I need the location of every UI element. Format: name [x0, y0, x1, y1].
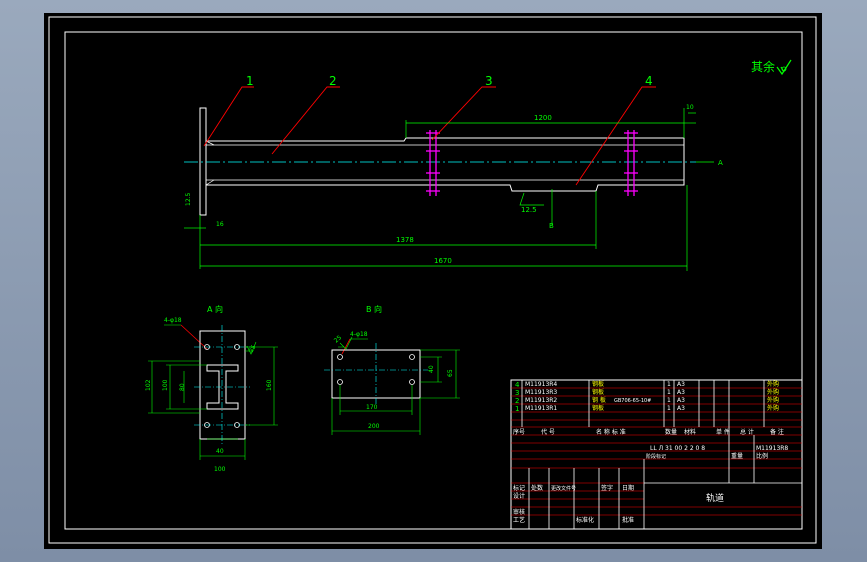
view-b-dim-2: 40: [428, 365, 435, 373]
weld-note: 12.5: [521, 206, 537, 214]
bom-row-4-mat: A3: [677, 381, 685, 388]
balloon-1: 1: [246, 74, 254, 88]
view-a-dim-1: 100: [214, 466, 226, 473]
bom-row-1-name: 钢板: [592, 404, 604, 412]
bom-header-6: 总 计: [740, 428, 754, 436]
bom-row-4-code: M11913R4: [525, 381, 557, 388]
view-b-dim-3: 65: [447, 369, 454, 377]
dim-1670: 1670: [434, 257, 452, 265]
bom-row-4-qty: 1: [667, 381, 671, 388]
end-plate: [199, 107, 207, 216]
bom-row-4-no: 4: [515, 381, 520, 389]
view-b-dim-0: 170: [366, 404, 378, 411]
view-a-dim-4: 100: [162, 379, 169, 391]
tb-label-9: 批准: [622, 516, 634, 524]
main-elevation: 1 2 3 4 1200 10 16 1378 1670 A B 12: [184, 74, 723, 271]
bom-row-2-name: 钢 板: [592, 396, 606, 404]
bom-row-3-no: 3: [515, 389, 519, 397]
bom-row-3-mat: A3: [677, 389, 685, 396]
cad-viewport[interactable]: 其余: [44, 13, 822, 549]
dim-1378: 1378: [396, 236, 414, 244]
balloon-2: 2: [329, 74, 337, 88]
tb-label-7: 工艺: [513, 516, 525, 524]
tb-label-8: 标准化: [576, 516, 594, 524]
sheet-outer-border: [48, 16, 817, 544]
balloon-4: 4: [645, 74, 653, 88]
view-a-hole-note: 4-φ18: [164, 317, 182, 324]
bom-row-2-note: 外购: [767, 396, 779, 404]
bom-header-3: 数量: [665, 428, 677, 436]
tb-label-6: 审核: [513, 508, 525, 516]
view-a-roughness: 25: [248, 344, 258, 354]
bom-row-1-note: 外购: [767, 404, 779, 412]
dim-10: 10: [686, 104, 694, 111]
bom-header-4: 材料: [684, 428, 696, 436]
view-b-title: B 向: [366, 304, 382, 314]
view-a-dim-5: 160: [266, 379, 273, 391]
end-weld-note: 12.5: [185, 192, 192, 206]
dim-1200: 1200: [534, 114, 552, 122]
tb-label-0: 标记: [513, 484, 525, 492]
bom-row-1-qty: 1: [667, 405, 671, 412]
i-beam-section: [206, 364, 239, 410]
surface-note-text: 其余: [751, 59, 775, 74]
bom-header-2: 名 称 标 准: [596, 428, 626, 436]
tb-label-3: 签字: [601, 484, 613, 492]
bom-row-1-no: 1: [515, 405, 519, 413]
tb-label-12: 比例: [756, 452, 768, 460]
tb-label-11: 重量: [731, 452, 743, 460]
view-a-dim-2: 102: [145, 379, 152, 391]
bom-row-3-name: 钢板: [592, 388, 604, 396]
bom-row-3-code: M11913R3: [525, 389, 557, 396]
view-a-title: A 向: [207, 304, 223, 314]
bom-header-1: 代 号: [541, 428, 555, 436]
view-a: A 向 4-φ18: [145, 304, 278, 473]
view-b-roughness: 25: [333, 334, 343, 344]
title-part-code: M11913R8: [756, 445, 788, 452]
tb-label-1: 处数: [531, 484, 543, 492]
view-b: B 向 4-φ18 25 170 200: [324, 304, 460, 435]
bom-row-3-qty: 1: [667, 389, 671, 396]
bom-header-5: 单 件: [716, 428, 730, 436]
cad-drawing: 其余: [48, 16, 817, 544]
bom-row-4-note: 外购: [767, 380, 779, 388]
bom-row-1-code: M11913R1: [525, 405, 557, 412]
title-code-line: LL Л 31 00 2 2 0 8: [650, 445, 705, 452]
dim-16: 16: [216, 221, 224, 228]
bolt-hole-marks: [426, 130, 638, 196]
bom-header-7: 备 注: [770, 428, 784, 436]
bom-row-4-name: 钢板: [592, 380, 604, 388]
sheet-inner-border: [64, 31, 803, 530]
balloon-3: 3: [485, 74, 493, 88]
bom-row-1-mat: A3: [677, 405, 685, 412]
bom-row-2-std: GB706-65-10#: [614, 398, 651, 404]
view-b-dim-1: 200: [368, 423, 380, 430]
bom-header-0: 序号: [513, 428, 525, 436]
view-a-dim-0: 80: [179, 383, 186, 391]
bom-row-2-code: M11913R2: [525, 397, 557, 404]
bom-row-2-no: 2: [515, 397, 519, 405]
arrow-b-label: B: [549, 222, 554, 230]
title-block: 4 M11913R4 钢板 1 A3 外购 3 M11913R3 钢板 1 A3…: [510, 379, 803, 530]
tb-label-5: 设计: [513, 492, 525, 500]
rail-body-outline: [205, 137, 685, 192]
arrow-a-label: A: [718, 159, 723, 167]
drawing-name: 轨道: [706, 492, 724, 504]
view-a-dim-3: 40: [216, 448, 224, 455]
bom-row-3-note: 外购: [767, 388, 779, 396]
bom-row-2-mat: A3: [677, 397, 685, 404]
tb-label-2: 更改文件号: [551, 485, 576, 492]
tb-label-4: 日期: [622, 484, 634, 492]
bom-row-2-qty: 1: [667, 397, 671, 404]
view-b-hole-note: 4-φ18: [350, 331, 368, 338]
tb-label-10: 阶段标记: [646, 453, 666, 460]
